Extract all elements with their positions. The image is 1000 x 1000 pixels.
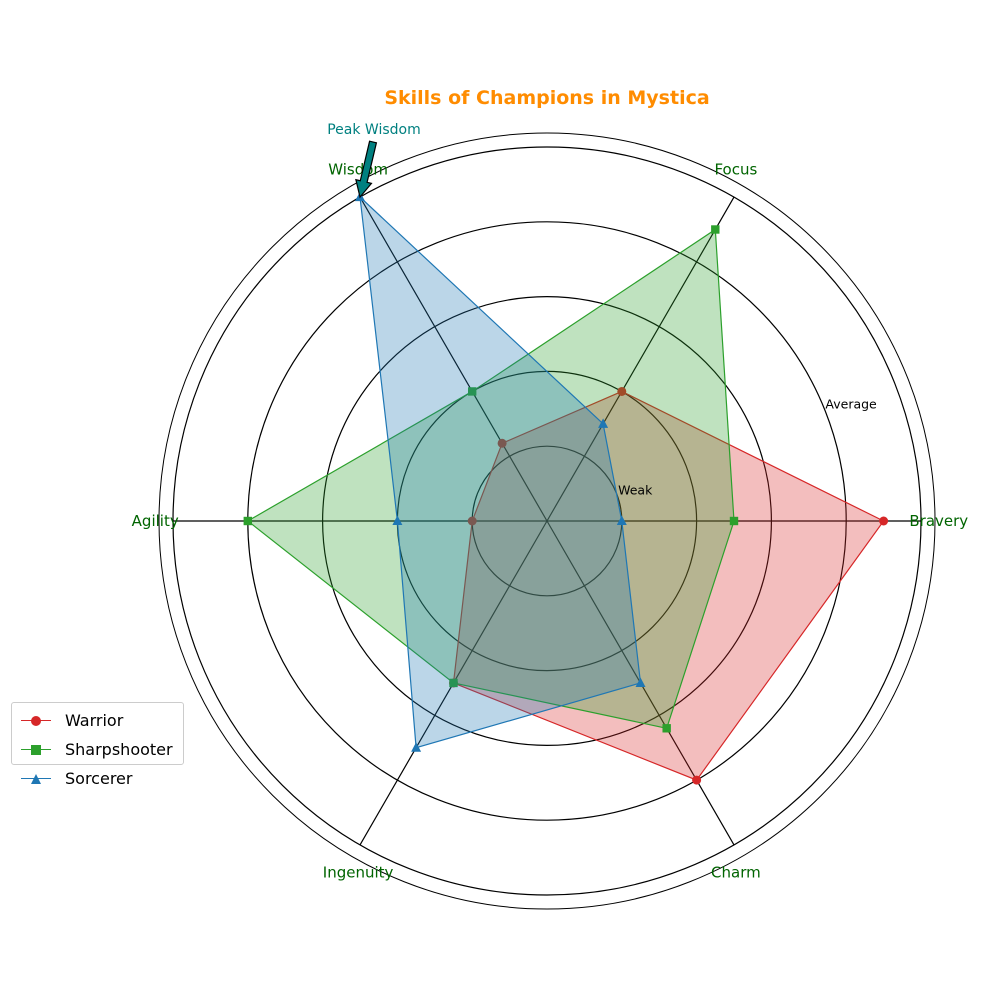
marker-sharpshooter-charm <box>662 724 671 733</box>
marker-warrior-wisdom <box>497 438 507 448</box>
marker-sharpshooter-bravery <box>729 516 739 526</box>
legend: Warrior Sharpshooter Sorcerer <box>11 702 184 788</box>
marker-sharpshooter-agility <box>243 516 252 526</box>
legend-swatch-sharpshooter <box>21 743 51 757</box>
marker-warrior-focus <box>617 386 627 396</box>
legend-swatch-sorcerer <box>21 772 51 786</box>
marker-sorcerer-ingenuity <box>411 742 422 752</box>
legend-item-warrior: Warrior <box>12 706 183 735</box>
legend-item-sharpshooter: Sharpshooter <box>12 735 183 764</box>
series-area-sorcerer <box>359 195 642 749</box>
legend-label-sharpshooter: Sharpshooter <box>65 740 173 759</box>
marker-sorcerer-agility <box>392 515 403 525</box>
peak-annotation: Peak Wisdom <box>327 122 421 199</box>
outer-frame <box>158 132 936 910</box>
marker-sharpshooter-focus <box>711 225 720 234</box>
legend-swatch-warrior <box>21 714 51 728</box>
legend-label-sorcerer: Sorcerer <box>65 769 133 788</box>
radial-tick-labels: Weak Average <box>618 397 877 498</box>
legend-label-warrior: Warrior <box>65 711 124 730</box>
axis-label-wisdom: Wisdom <box>328 161 388 179</box>
marker-sharpshooter-ingenuity <box>449 678 458 688</box>
axis-label-focus: Focus <box>714 161 757 179</box>
legend-item-sorcerer: Sorcerer <box>12 764 183 793</box>
marker-warrior-agility <box>467 516 477 526</box>
axis-label-ingenuity: Ingenuity <box>323 863 394 881</box>
spoke-focus <box>546 196 735 522</box>
axis-label-bravery: Bravery <box>909 512 968 530</box>
marker-sorcerer-charm <box>635 677 646 687</box>
radial-tick-label-weak: Weak <box>618 482 653 497</box>
spoke-wisdom <box>359 196 548 522</box>
annotation-arrow <box>355 140 378 199</box>
marker-sorcerer-focus <box>598 418 609 428</box>
marker-sorcerer-bravery <box>616 515 627 525</box>
marker-warrior-bravery <box>879 516 889 526</box>
series-layer <box>243 191 889 785</box>
chart-title: Skills of Champions in Mystica <box>384 87 709 109</box>
axis-label-charm: Charm <box>711 863 761 881</box>
marker-warrior-charm <box>692 775 702 785</box>
marker-sharpshooter-wisdom <box>468 387 477 396</box>
radial-tick-label-average: Average <box>825 397 877 412</box>
axis-label-agility: Agility <box>132 512 179 530</box>
annotation-text: Peak Wisdom <box>327 122 421 138</box>
